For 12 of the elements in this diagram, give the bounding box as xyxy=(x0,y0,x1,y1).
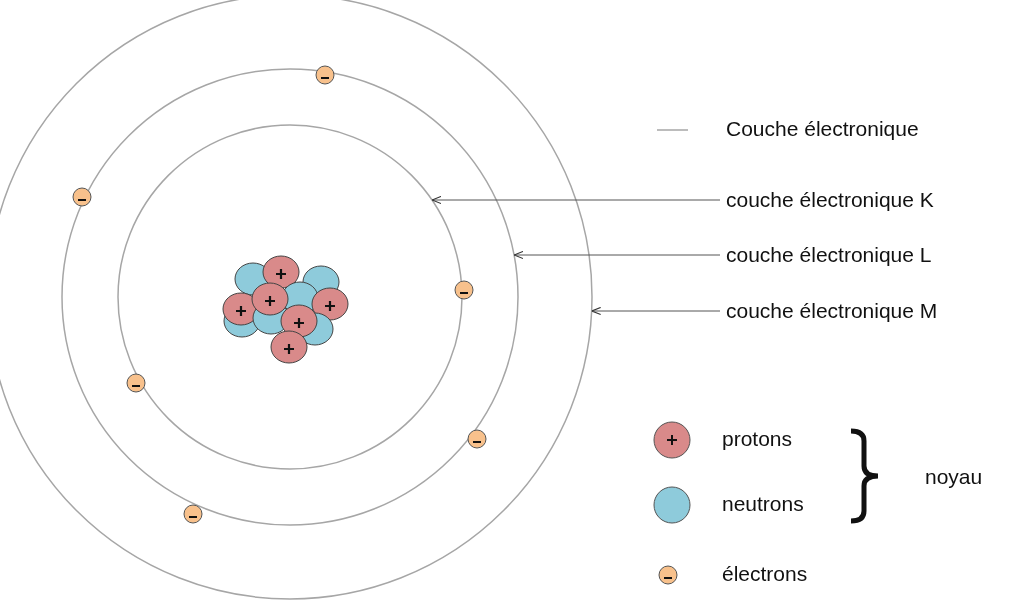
nucleus-label: noyau xyxy=(925,465,983,489)
shell-label: couche électronique L xyxy=(726,243,932,267)
legend-label: neutrons xyxy=(722,492,804,516)
legend-label: électrons xyxy=(722,562,808,586)
shell-label: couche électronique K xyxy=(726,188,934,212)
shell-label: couche électronique M xyxy=(726,299,938,323)
legend-label: Couche électronique xyxy=(726,117,919,141)
leader-arrow xyxy=(591,306,721,316)
legend-label: protons xyxy=(722,427,793,451)
leader-arrow xyxy=(513,250,721,260)
leader-arrow xyxy=(431,195,721,205)
electron-shell xyxy=(0,0,593,600)
